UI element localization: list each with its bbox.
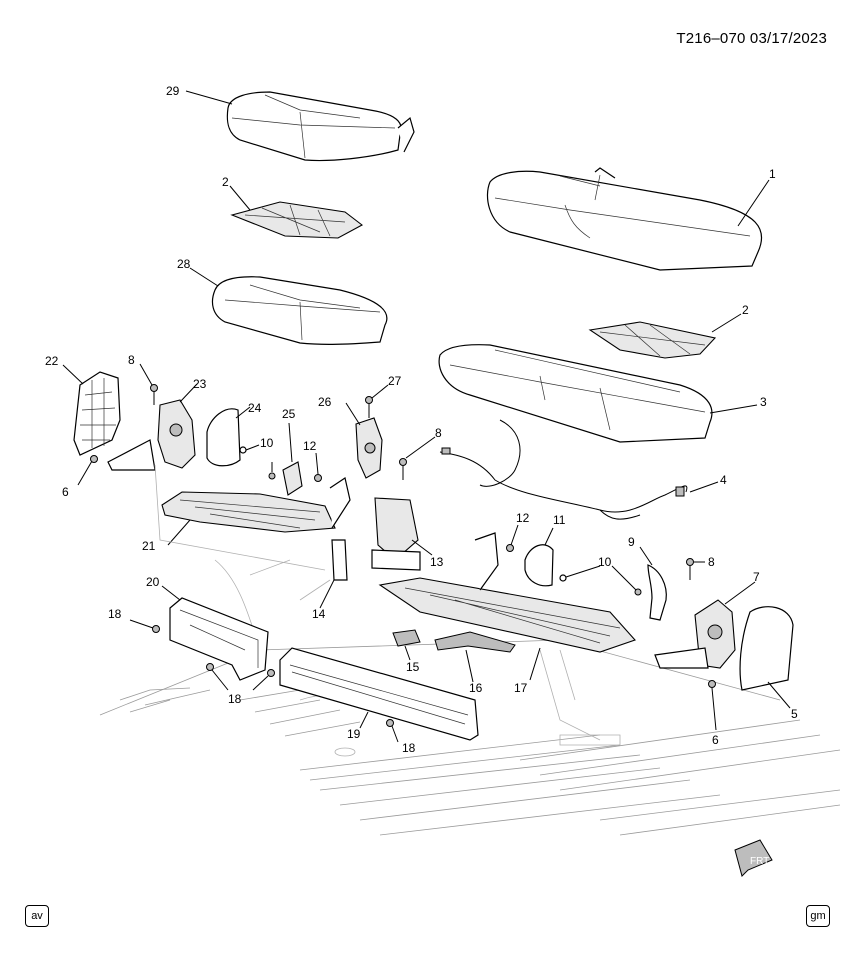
part-28-cushion-frame <box>189 267 388 345</box>
callout-26: 26 <box>318 395 332 409</box>
part-10-washer-b <box>559 565 601 582</box>
part-8-bolt-c <box>686 558 705 580</box>
badge-av: av <box>25 905 49 927</box>
part-13-center-support <box>371 497 433 571</box>
part-19-step-bracket <box>279 647 479 741</box>
callout-28: 28 <box>177 257 191 271</box>
callout-29: 29 <box>166 84 180 98</box>
callout-21: 21 <box>142 539 156 553</box>
part-15-latch <box>392 629 421 661</box>
part-25-bracket <box>282 422 303 496</box>
diagram-date: 03/17/2023 <box>749 30 827 47</box>
callout-23: 23 <box>193 377 207 391</box>
callout-8: 8 <box>435 426 442 440</box>
callout-1: 1 <box>769 167 776 181</box>
part-12-bolt-a <box>314 452 322 482</box>
part-6-nut-a <box>77 455 98 486</box>
part-18-bolt-a <box>129 619 160 633</box>
callout-20: 20 <box>146 575 160 589</box>
callout-13: 13 <box>430 555 444 569</box>
part-6-nut-b <box>708 680 717 731</box>
part-3-seat-frame <box>438 344 758 443</box>
callout-6: 6 <box>62 485 69 499</box>
callout-11: 11 <box>553 513 566 527</box>
part-29-cushion-cover <box>185 90 415 162</box>
callout-24: 24 <box>248 401 262 415</box>
callout-2: 2 <box>742 303 749 317</box>
callout-8: 8 <box>708 555 715 569</box>
part-27-bolt <box>365 384 389 418</box>
callout-4: 4 <box>720 473 727 487</box>
front-arrow: FRT <box>734 839 773 877</box>
callout-12: 12 <box>303 439 317 453</box>
part-2-heater-mat-left <box>229 185 364 239</box>
callout-22: 22 <box>45 354 59 368</box>
part-11-trim-cover <box>524 527 554 587</box>
callout-2: 2 <box>222 175 229 189</box>
part-20-step-bracket <box>161 585 269 681</box>
callout-10: 10 <box>260 436 274 450</box>
part-5-side-trim <box>739 606 794 709</box>
callout-9: 9 <box>628 535 635 549</box>
callout-17: 17 <box>514 681 528 695</box>
part-22-back-panel <box>62 364 121 456</box>
part-10-nut-right <box>611 565 642 596</box>
fasteners <box>77 363 717 743</box>
part-1-cushion-assembly <box>486 167 770 271</box>
part-10-washer-a <box>239 444 260 454</box>
part-14-plate <box>319 539 348 609</box>
callout-25: 25 <box>282 407 296 421</box>
part-10-nut-left <box>268 462 276 480</box>
part-24-trim-cover <box>206 406 251 467</box>
part-9-side-panel <box>639 546 667 621</box>
callout-14: 14 <box>312 607 326 621</box>
part-7-recliner-right <box>654 581 756 669</box>
part-18-bolt-b <box>206 663 229 691</box>
callout-3: 3 <box>760 395 767 409</box>
callout-18: 18 <box>402 741 416 755</box>
front-arrow-label: FRT <box>750 856 769 867</box>
callout-labels: 1 2 2 3 4 5 6 6 7 8 8 8 9 10 10 11 12 12… <box>45 84 798 755</box>
part-18-bolt-c <box>252 669 275 691</box>
callout-18: 18 <box>108 607 122 621</box>
badge-gm: gm <box>806 905 830 927</box>
part-8-bolt-a <box>139 363 158 405</box>
diagram-code: T216–070 <box>676 30 746 47</box>
callout-8: 8 <box>128 353 135 367</box>
part-17-seat-pan-right <box>378 532 636 681</box>
callout-12: 12 <box>516 511 530 525</box>
diagram-header: T216–070 03/17/2023 <box>676 30 827 47</box>
part-23-hinge-left <box>157 383 198 469</box>
part-21-seat-pan-left <box>107 439 351 571</box>
callout-7: 7 <box>753 570 760 584</box>
callout-19: 19 <box>347 727 361 741</box>
part-8-bolt-b <box>399 436 436 480</box>
callout-18: 18 <box>228 692 242 706</box>
callout-10: 10 <box>598 555 612 569</box>
callout-15: 15 <box>406 660 420 674</box>
callout-5: 5 <box>791 707 798 721</box>
part-4-wiring-harness <box>439 419 719 520</box>
vehicle-floor <box>99 559 841 836</box>
part-16-link <box>434 631 516 683</box>
part-2-heater-mat-right <box>588 313 742 359</box>
callout-6: 6 <box>712 733 719 747</box>
callout-27: 27 <box>388 374 402 388</box>
callout-16: 16 <box>469 681 483 695</box>
part-18-bolt-d <box>386 719 399 743</box>
part-26-hinge-center <box>345 402 383 479</box>
part-12-bolt-b <box>506 524 519 552</box>
